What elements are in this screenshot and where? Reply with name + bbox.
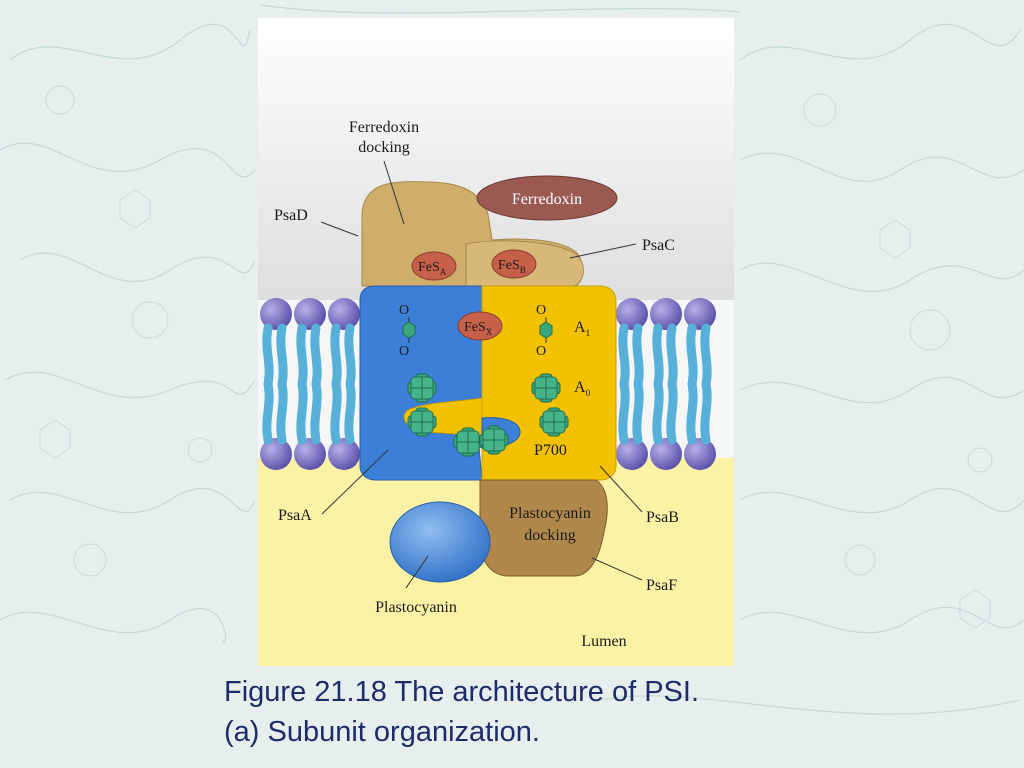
psaf-label: PsaF — [646, 577, 677, 594]
fes-x-cluster — [457, 311, 503, 341]
fes-b-label: FeSB — [498, 258, 526, 275]
figure-caption-title: Figure 21.18 The architecture of PSI. — [224, 676, 700, 708]
ferredoxin-docking-label-1: Ferredoxin — [349, 119, 419, 136]
p700-label: P700 — [534, 442, 567, 459]
ferredoxin-label: Ferredoxin — [512, 191, 582, 208]
plastocyanin-docking-label-1: Plastocyanin — [509, 505, 591, 522]
figure-panel: Ferredoxin FeSA FeSB FeSX O O O O — [258, 18, 734, 666]
ferredoxin — [476, 175, 618, 221]
lumen-label: Lumen — [581, 633, 626, 650]
fes-x-label: FeSX — [464, 320, 493, 337]
psaa-label: PsaA — [278, 507, 312, 524]
quinone-right: O O — [536, 303, 553, 359]
psab-label: PsaB — [646, 509, 679, 526]
ferredoxin-docking-label-2: docking — [358, 139, 410, 156]
svg-text:O: O — [536, 303, 546, 318]
figure-caption-subtitle: (a) Subunit organization. — [224, 716, 540, 748]
svg-text:O: O — [399, 303, 409, 318]
plastocyanin — [389, 501, 491, 583]
fes-a-cluster — [411, 251, 457, 281]
svg-text:O: O — [536, 344, 546, 359]
psaf-subunit — [479, 479, 608, 577]
psac-label: PsaC — [642, 237, 675, 254]
quinone-left: O O — [399, 303, 416, 359]
leader-lines — [320, 160, 643, 589]
psad-label: PsaD — [274, 207, 308, 224]
plastocyanin-docking-label-2: docking — [524, 527, 576, 544]
psi-diagram: Ferredoxin FeSA FeSB FeSX O O O O — [258, 18, 734, 666]
plastocyanin-label: Plastocyanin — [375, 599, 457, 616]
a0-label: A0 — [574, 379, 591, 398]
fes-b-cluster — [491, 249, 537, 279]
fes-a-label: FeSA — [418, 260, 447, 277]
a1-label: A1 — [574, 319, 590, 338]
svg-text:O: O — [399, 344, 409, 359]
